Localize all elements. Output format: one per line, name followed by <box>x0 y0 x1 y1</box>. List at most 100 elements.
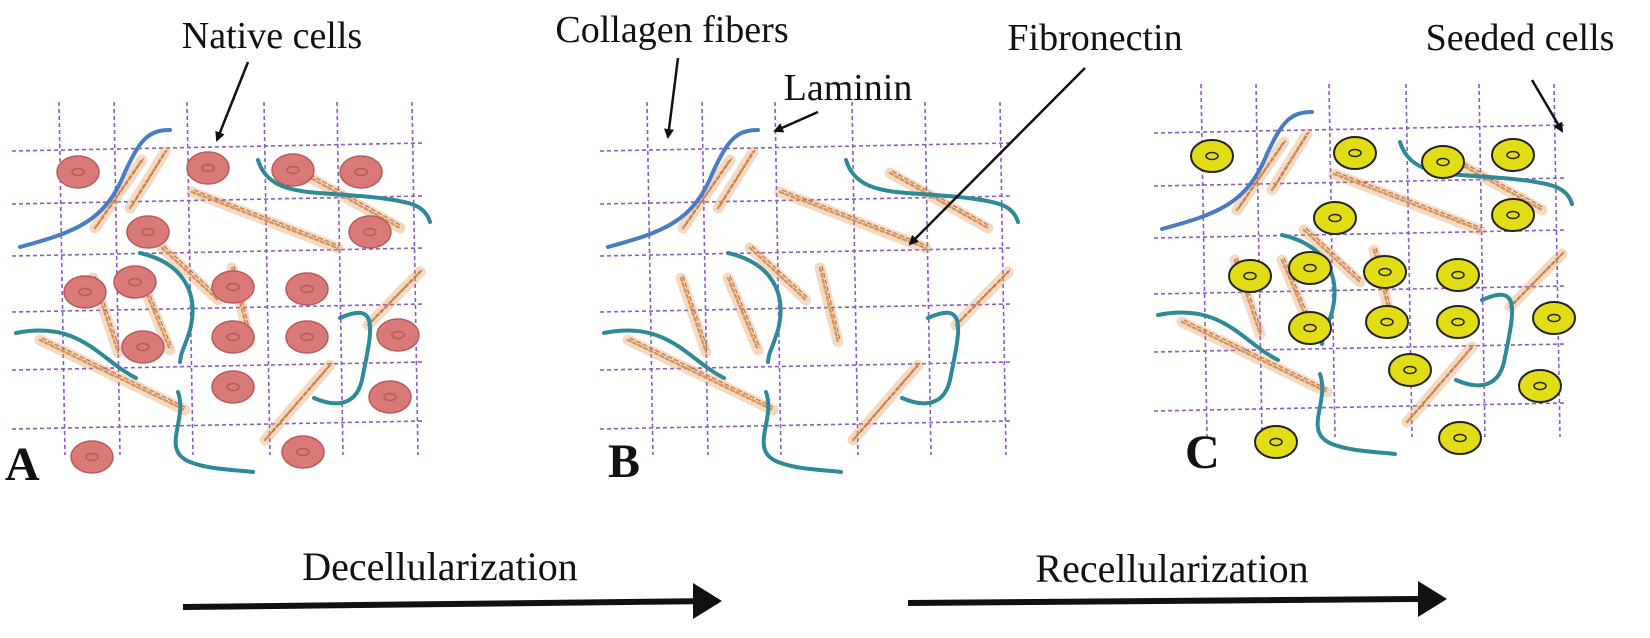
seeded-cell-nucleus <box>1506 210 1520 220</box>
teal-fiber <box>900 310 961 406</box>
seeded-cell-body <box>1388 353 1432 387</box>
native-cell-body <box>126 215 170 249</box>
native-cell-nucleus <box>383 392 397 402</box>
panel-a-native-tissue <box>11 101 432 474</box>
collagen-fiber <box>89 154 148 234</box>
seeded-cell-body <box>1228 259 1272 293</box>
collagen-fiber-strand <box>128 150 167 210</box>
grid-line <box>646 101 654 456</box>
native-cell-nucleus <box>226 332 240 342</box>
teal-fiber <box>844 158 1020 224</box>
collagen-fiber <box>950 266 1014 331</box>
pointer-arrows <box>215 57 1564 246</box>
native-cell-nucleus <box>296 447 310 457</box>
seeded-cell-body <box>1436 258 1480 292</box>
native-cell <box>121 330 165 364</box>
collagen-fiber-strand <box>1511 251 1565 306</box>
panel-letter-c: C <box>1185 426 1220 479</box>
collagen-fiber-strand <box>1302 228 1362 284</box>
grid-line <box>58 101 66 456</box>
seeded-cell-nucleus <box>1303 323 1317 333</box>
seeded-cell-nucleus <box>1243 271 1257 281</box>
native-cell <box>281 435 325 469</box>
laminin-fiber <box>1160 110 1314 231</box>
native-cell-nucleus <box>71 167 85 177</box>
seeded-cell <box>1388 353 1432 387</box>
teal-fiber <box>256 158 432 224</box>
grid-line <box>11 195 424 205</box>
grid-line <box>1200 83 1208 438</box>
label-laminin: Laminin <box>784 67 913 109</box>
native-cell-body <box>271 153 315 187</box>
grid-line <box>599 247 1012 257</box>
native-cell-body <box>121 330 165 364</box>
collagen-fiber-strand <box>303 170 403 227</box>
collagen-fiber-strand <box>1335 171 1483 229</box>
native-cell-body <box>211 270 255 304</box>
pointer-native-cells <box>215 61 250 142</box>
seeded-cell <box>1333 136 1377 170</box>
native-cell <box>285 320 329 354</box>
native-cell <box>186 151 230 185</box>
seeded-cell-nucleus <box>1547 313 1561 323</box>
seeded-cell <box>1438 421 1482 455</box>
teal-fiber <box>1398 140 1574 206</box>
collagen-fiber-strand <box>1305 227 1363 281</box>
collagen-fiber-strand <box>716 150 755 210</box>
native-cell-nucleus <box>141 227 155 237</box>
seeded-cell <box>1190 139 1234 173</box>
collagen-fiber-strand <box>190 190 340 250</box>
collagen-fiber <box>296 167 406 234</box>
grid-line <box>336 101 344 456</box>
collagen-fiber <box>744 242 812 306</box>
seeded-cell <box>1288 251 1332 285</box>
seeded-cell-nucleus <box>1453 433 1467 443</box>
native-cell-nucleus <box>85 452 99 462</box>
collagen-fiber-strand <box>854 362 921 439</box>
seeded-cell-nucleus <box>1403 365 1417 375</box>
collagen-fiber <box>124 146 171 214</box>
pointer-collagen-fibers <box>664 57 680 139</box>
seeded-cell-nucleus <box>1451 270 1465 280</box>
teal-fiber <box>726 251 783 364</box>
native-cell-body <box>376 318 420 352</box>
collagen-fiber-strand <box>729 275 761 349</box>
seeded-cell-nucleus <box>1533 381 1547 391</box>
collagen-fiber <box>712 146 759 214</box>
collagen-fiber-strand <box>141 275 173 349</box>
teal-fiber <box>312 310 373 406</box>
seeded-cell-body <box>1363 255 1407 289</box>
collagen-fiber <box>1231 136 1290 216</box>
step-decellularization: Decellularization <box>302 544 577 589</box>
collagen-fiber-strand <box>781 189 929 247</box>
native-cell-body <box>348 215 392 249</box>
native-cell-body <box>186 151 230 185</box>
seeded-cell <box>1365 305 1409 339</box>
collagen-fiber-strand <box>891 170 991 227</box>
arrowhead-recellularization <box>1418 581 1447 617</box>
laminin-fiber <box>606 128 760 249</box>
seeded-cell <box>1436 258 1480 292</box>
collagen-fiber-strand <box>626 338 775 412</box>
collagen-fiber-strand <box>163 245 221 299</box>
collagen-fiber <box>774 186 932 254</box>
collagen-fiber-strand <box>726 276 760 352</box>
native-cell-nucleus <box>286 165 300 175</box>
seeded-cell-body <box>1288 251 1332 285</box>
native-cell-body <box>70 440 114 474</box>
grid-line <box>1328 83 1336 438</box>
native-cell-nucleus <box>300 332 314 342</box>
collagen-fiber <box>34 334 191 416</box>
collagen-fiber <box>362 266 426 331</box>
seeded-cell-body <box>1190 139 1234 173</box>
step-recellularization: Recellularization <box>1035 546 1308 591</box>
collagen-fiber <box>1298 224 1366 288</box>
grid-line <box>11 142 424 152</box>
collagen-fiber-strand <box>1270 132 1309 192</box>
native-cell-body <box>211 320 255 354</box>
grid <box>599 101 1012 456</box>
collagen-fiber <box>722 272 764 356</box>
collagen-fiber <box>677 154 736 234</box>
collagen-fiber-strand <box>160 246 220 302</box>
native-cell <box>368 380 412 414</box>
